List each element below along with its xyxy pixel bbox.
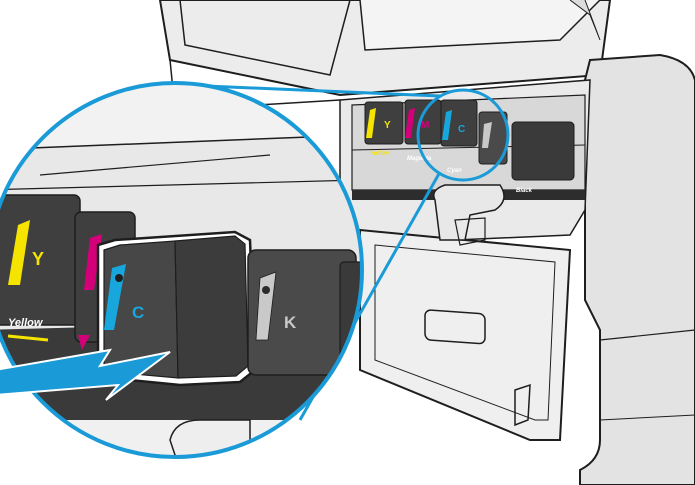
printer-cyan-name: Cyan <box>447 168 462 174</box>
printer-cartridge-cyan: C <box>440 99 478 147</box>
printer-yellow-letter: Y <box>384 120 391 131</box>
printer-magenta-name: Magenta <box>407 156 432 162</box>
callout-yellow-letter: Y <box>32 249 44 269</box>
callout-ring <box>0 81 364 459</box>
printer-cyan-letter: C <box>458 124 465 135</box>
printer-cartridge-yellow: Y <box>364 101 404 145</box>
printer-yellow-name: Yellow <box>370 151 389 157</box>
removal-direction-arrow <box>0 348 171 401</box>
printer-magenta-letter: M <box>421 120 429 131</box>
printer-cartridge-bay: Y M C Yellow Magenta Cyan Black <box>364 99 575 194</box>
printer-cartridge-black <box>478 111 575 181</box>
callout-yellow-name: Yellow <box>8 317 44 329</box>
callout-black-letter: K <box>284 313 297 332</box>
callout-cartridge-cyan: C <box>96 230 257 387</box>
printer-cartridge-magenta: M <box>404 99 442 145</box>
highlight-circle <box>416 88 510 182</box>
callout-cyan-letter: C <box>132 303 144 322</box>
callout-cartridge-yellow: Y Yellow <box>0 194 81 342</box>
callout-magnified-view: Y Yellow C K <box>0 83 362 457</box>
printer-black-name: Black <box>516 188 533 194</box>
